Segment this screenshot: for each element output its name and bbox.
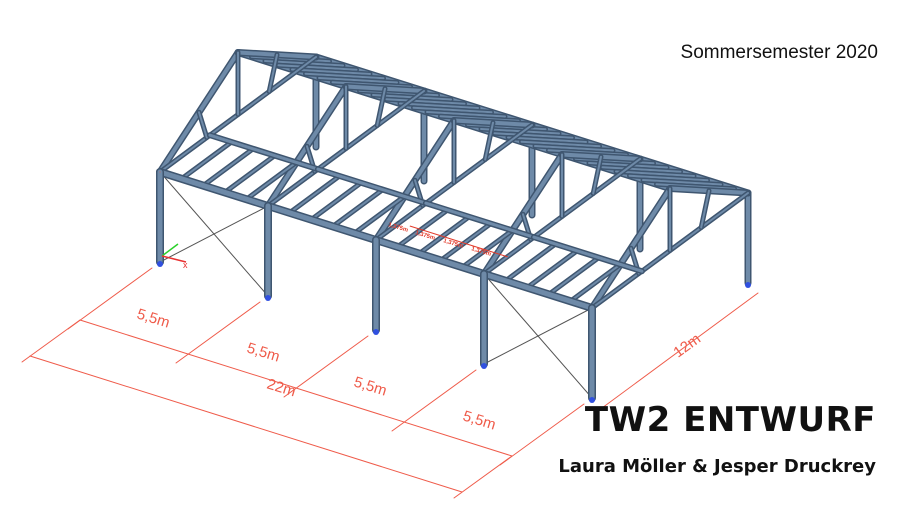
support-node — [481, 363, 487, 369]
deck-purlin-face — [223, 154, 276, 194]
bay-dimension-3: 5,5m — [352, 374, 389, 400]
purlin-dimension-2: 1,375m — [414, 230, 435, 242]
dimension-extension — [21, 319, 81, 363]
total-dimension-line — [29, 355, 463, 493]
bay-dimension-2: 5,5m — [245, 340, 282, 366]
bay-dimension-1: 5,5m — [135, 306, 172, 332]
project-title: TW2 ENTWURF — [584, 400, 876, 440]
deck-purlin-face — [396, 209, 449, 248]
width-dimension-line — [601, 292, 759, 409]
roof-purlin-face — [628, 174, 709, 182]
roof-purlin-face — [412, 106, 493, 114]
dimension-extension — [283, 335, 369, 398]
dimension-extension — [175, 301, 261, 364]
authors: Laura Möller & Jesper Druckrey — [558, 456, 876, 477]
truss-diagonal-face — [198, 111, 208, 139]
truss-diagonal-face — [268, 53, 278, 93]
support-node — [589, 397, 595, 403]
deck-purlin-face — [526, 249, 579, 289]
roof-purlin-face — [399, 102, 479, 109]
truss-diagonal-face — [376, 87, 386, 127]
coordinate-axes: x — [161, 243, 188, 270]
purlin-dimension-3: 1,375m — [442, 238, 463, 250]
deck-purlin-face — [418, 215, 471, 255]
roof-purlin-face — [534, 145, 614, 152]
support-node — [745, 282, 751, 288]
dimension-lines — [21, 171, 759, 499]
deck-purlin-face — [202, 147, 255, 187]
deck-purlin-face — [439, 222, 492, 262]
roof-purlin-face — [291, 68, 371, 75]
purlin-dimension-4: 1,375m — [470, 246, 491, 258]
purlin-dimension-line — [409, 225, 508, 258]
deck-purlin-face — [461, 229, 514, 269]
roof-purlin-face — [642, 179, 722, 186]
x-axis-label: x — [183, 260, 188, 270]
roof-purlin-face — [520, 140, 601, 148]
bracing-cable — [483, 273, 593, 399]
deck-edge-beam-face — [316, 167, 428, 205]
roof-purlin-face — [304, 72, 385, 80]
truss-diagonal-face — [484, 121, 494, 161]
roof-purlin-face — [318, 77, 398, 84]
purlin-dimension-1: 1,375m — [387, 222, 408, 234]
support-node — [373, 329, 379, 335]
roof-purlin-face — [277, 64, 358, 71]
deck-purlin-face — [547, 256, 600, 296]
deck-purlin-face — [288, 175, 341, 214]
semester-label: Sommersemester 2020 — [680, 42, 878, 63]
truss-diagonal-face — [592, 155, 602, 195]
deck-purlin-face — [569, 263, 622, 303]
support-node — [265, 295, 271, 301]
deck-edge-beam-face — [424, 201, 536, 239]
deck-purlin-face — [353, 195, 406, 235]
steel-members — [156, 49, 752, 403]
deck-purlin-face — [331, 188, 384, 228]
bay-dimension-4: 5,5m — [461, 408, 498, 434]
roof-purlin-face — [507, 136, 587, 143]
deck-purlin-face — [310, 181, 363, 221]
support-node — [157, 261, 163, 267]
total-length-dimension: 22m — [265, 376, 298, 401]
deck-purlin-face — [180, 141, 233, 180]
dimension-extension — [67, 267, 153, 330]
roof-purlin-face — [615, 170, 695, 177]
bracing-cable — [159, 171, 269, 297]
dimension-extension — [391, 369, 477, 432]
roof-purlin-face — [385, 98, 466, 105]
dimension-extension — [499, 403, 585, 466]
width-dimension: 12m — [670, 330, 704, 361]
dimension-extension — [453, 455, 513, 499]
deck-purlin-face — [245, 161, 298, 201]
roof-purlin-face — [601, 166, 682, 173]
roof-purlin-face — [426, 111, 506, 118]
roof-purlin-face — [493, 132, 574, 139]
deck-edge-beam-face — [208, 133, 320, 171]
deck-edge-beam-face — [532, 235, 644, 273]
truss-diagonal-face — [700, 189, 710, 229]
deck-purlin-face — [504, 243, 557, 282]
